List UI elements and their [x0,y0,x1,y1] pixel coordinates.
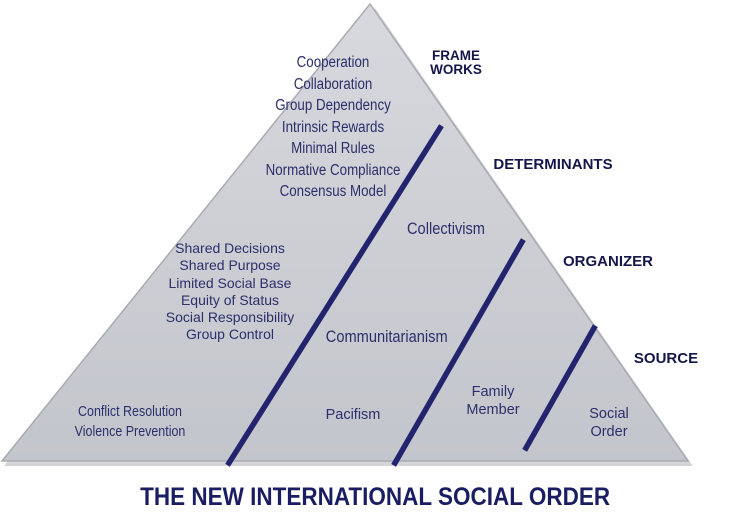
framework-item: Limited Social Base [168,274,292,291]
source-social-order: Social Order [589,406,629,440]
framework-item: Equity of Status [180,291,280,308]
frameworks-bottom-list: Conflict Resolution Violence Prevention [50,402,210,442]
framework-item: Conflict Resolution [78,404,182,420]
divider-line-organizer [391,238,526,467]
framework-item: Normative Compliance [265,161,401,179]
frameworks-middle-list: Shared Decisions Shared Purpose Limited … [140,240,320,344]
determinant-communitarianism: Communitarianism [325,327,448,346]
framework-item: Consensus Model [279,183,387,200]
framework-item: Intrinsic Rewards [281,118,385,136]
framework-item: Shared Decisions [175,240,285,256]
diagram-title: THE NEW INTERNATIONAL SOCIAL ORDER [139,483,610,511]
divider-line-determinants [225,124,444,467]
framework-item: Group Dependency [275,97,391,114]
divider-line-source [522,324,598,452]
side-label-source: SOURCE [633,350,699,367]
framework-item: Collaboration [293,75,373,93]
framework-item: Minimal Rules [291,140,375,157]
pyramid-shape [0,2,690,462]
organizer-family-member: Family Member [466,384,520,418]
side-label-determinants: DETERMINANTS [493,156,613,173]
framework-item: Social Responsibility [165,309,295,326]
framework-item: Cooperation [296,54,370,71]
determinant-pacifism: Pacifism [325,407,381,423]
side-label-frameworks: FRAME WORKS [430,48,482,77]
determinant-collectivism: Collectivism [407,219,485,238]
side-label-organizer: ORGANIZER [563,253,653,270]
framework-item: Shared Purpose [179,257,281,274]
framework-item: Violence Prevention [74,424,186,440]
framework-item: Group Control [186,326,274,343]
frameworks-top-list: Cooperation Collaboration Group Dependen… [233,52,433,203]
